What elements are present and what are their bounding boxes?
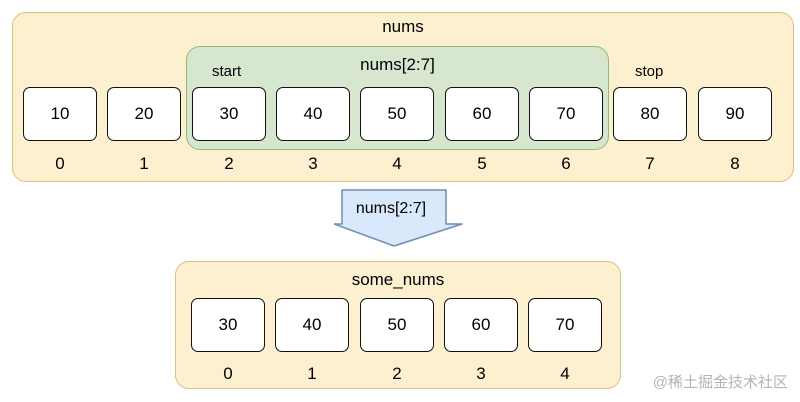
nums-cell: 70: [529, 87, 603, 141]
down-arrow-icon: [334, 189, 463, 247]
nums-index: 5: [477, 154, 487, 173]
some-nums-cell: 30: [191, 298, 265, 352]
nums-cell: 60: [445, 87, 519, 141]
nums-index: 0: [55, 154, 65, 173]
slice-title: nums[2:7]: [360, 55, 435, 74]
some-nums-cell: 50: [360, 298, 434, 352]
operation-label: nums[2:7]: [355, 200, 427, 217]
nums-index: 1: [139, 154, 149, 173]
nums-index: 8: [730, 154, 740, 173]
nums-index: 4: [392, 154, 402, 173]
some-nums-index: 0: [223, 364, 233, 383]
watermark: @稀土掘金技术社区: [652, 374, 788, 391]
nums-index: 6: [561, 154, 571, 173]
some-nums-cell: 60: [444, 298, 518, 352]
some-nums-title: some_nums: [351, 270, 445, 289]
some-nums-index: 1: [307, 364, 317, 383]
some-nums-index: 2: [392, 364, 402, 383]
stop-label: stop: [635, 63, 664, 80]
nums-index: 3: [308, 154, 318, 173]
nums-index: 2: [224, 154, 234, 173]
nums-cell: 30: [192, 87, 266, 141]
some-nums-cell: 40: [275, 298, 349, 352]
nums-index: 7: [645, 154, 655, 173]
some-nums-cell: 70: [528, 298, 602, 352]
nums-cell: 90: [698, 87, 772, 141]
nums-cell: 20: [107, 87, 181, 141]
nums-cell: 50: [360, 87, 434, 141]
some-nums-index: 4: [560, 364, 570, 383]
nums-cell: 10: [23, 87, 97, 141]
nums-title: nums: [382, 17, 424, 36]
some-nums-index: 3: [476, 364, 486, 383]
nums-cell: 40: [276, 87, 350, 141]
nums-cell: 80: [613, 87, 687, 141]
start-label: start: [212, 63, 242, 80]
